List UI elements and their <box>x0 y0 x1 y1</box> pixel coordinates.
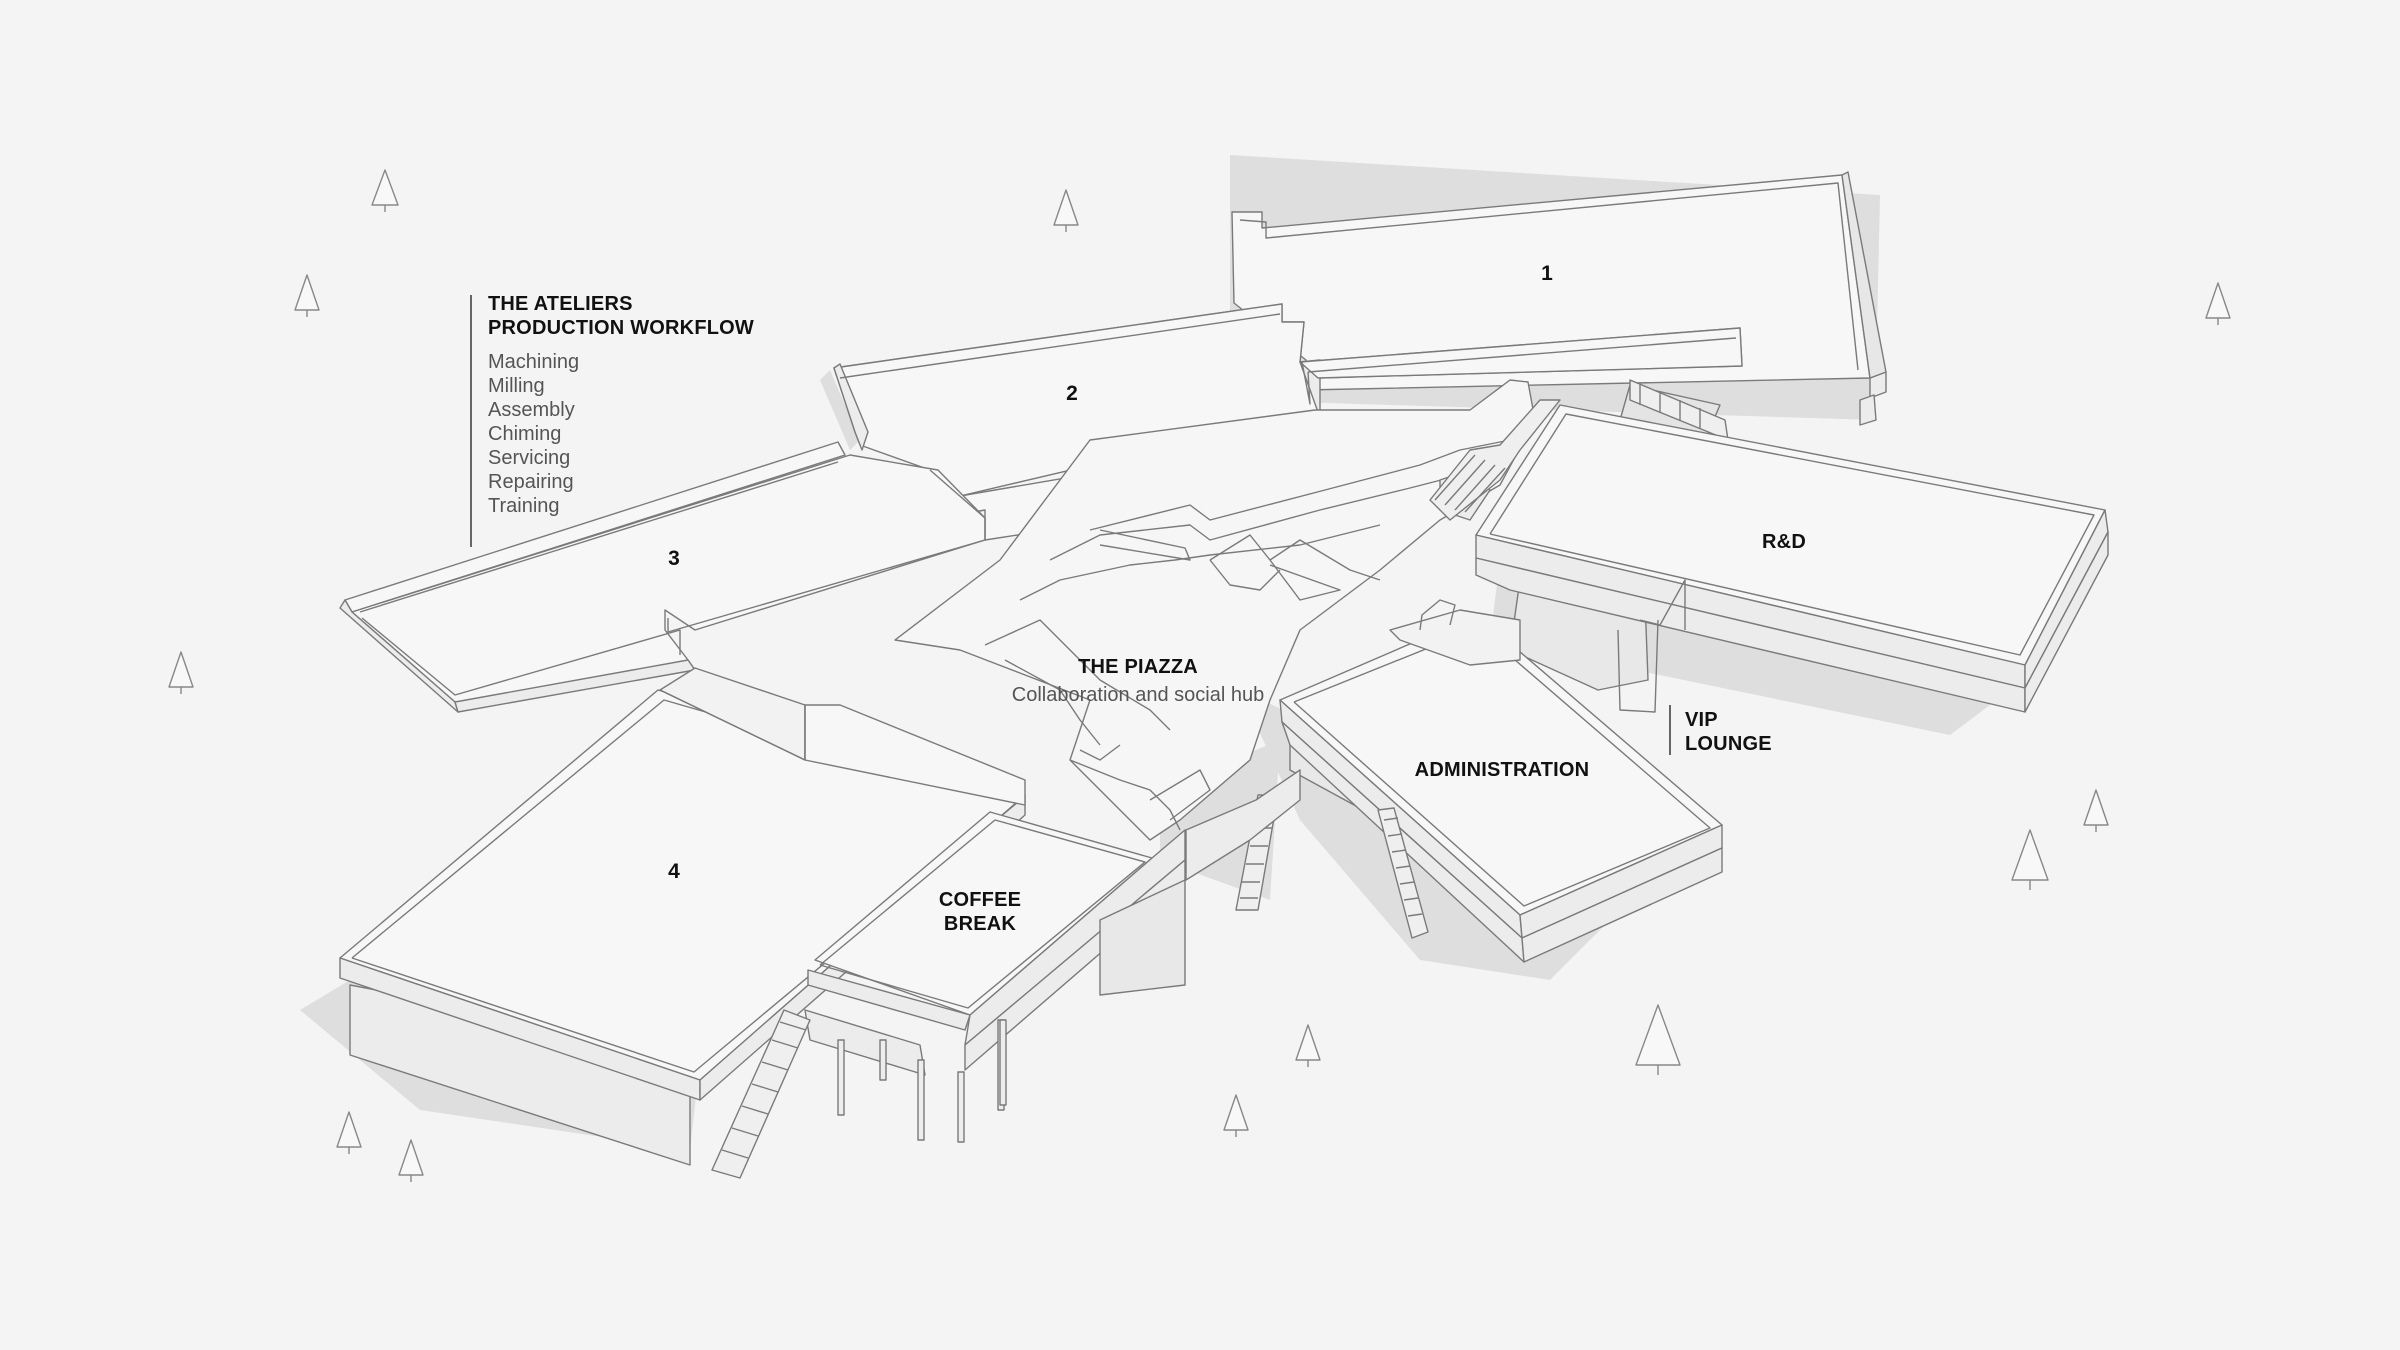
vip-line2: LOUNGE <box>1685 733 1772 755</box>
stair-piazza <box>1185 769 1301 911</box>
ateliers-divider <box>470 295 472 547</box>
zone-1-label: 1 <box>1541 262 1553 285</box>
vip-lounge-label: VIP LOUNGE <box>1685 708 1772 756</box>
coffee-break-wing <box>804 811 1186 1076</box>
vip-divider <box>1669 705 1671 755</box>
list-item: Milling <box>488 375 545 397</box>
piazza-subtitle: Collaboration and social hub <box>1011 684 1265 706</box>
trees <box>168 169 2231 1182</box>
ateliers-title: THE ATELIERS PRODUCTION WORKFLOW <box>488 292 754 340</box>
list-item: Chiming <box>488 423 562 445</box>
coffee-break-label: COFFEE BREAK <box>939 888 1021 936</box>
piazza-title: THE PIAZZA <box>1078 656 1198 678</box>
stair-upper <box>1429 379 1729 521</box>
zone-2-label: 2 <box>1066 382 1078 405</box>
list-item: Assembly <box>488 399 575 421</box>
list-item: Repairing <box>488 471 574 493</box>
rnd-label: R&D <box>1762 531 1806 553</box>
list-item: Training <box>488 495 560 517</box>
administration-label: ADMINISTRATION <box>1414 759 1590 781</box>
coffee-line2: BREAK <box>943 913 1017 935</box>
list-item: Machining <box>488 351 580 373</box>
zone-4-label: 4 <box>668 860 680 883</box>
list-item: Servicing <box>488 447 571 469</box>
ateliers-list: Machining Milling Assembly Chiming Servi… <box>488 350 579 518</box>
zone-3-label: 3 <box>668 547 680 570</box>
coffee-line1: COFFEE <box>938 889 1022 911</box>
wing-3 <box>339 441 986 713</box>
stair-admin <box>1377 807 1429 939</box>
vip-line1: VIP <box>1685 709 1718 731</box>
piazza-label: THE PIAZZA Collaboration and social hub <box>1012 655 1264 707</box>
rnd-wing <box>1475 404 2109 713</box>
stair-wing-4 <box>711 1009 811 1179</box>
ateliers-title-line1: THE ATELIERS <box>488 293 633 315</box>
ateliers-title-line2: PRODUCTION WORKFLOW <box>488 317 754 339</box>
pilotis <box>837 1019 1007 1143</box>
